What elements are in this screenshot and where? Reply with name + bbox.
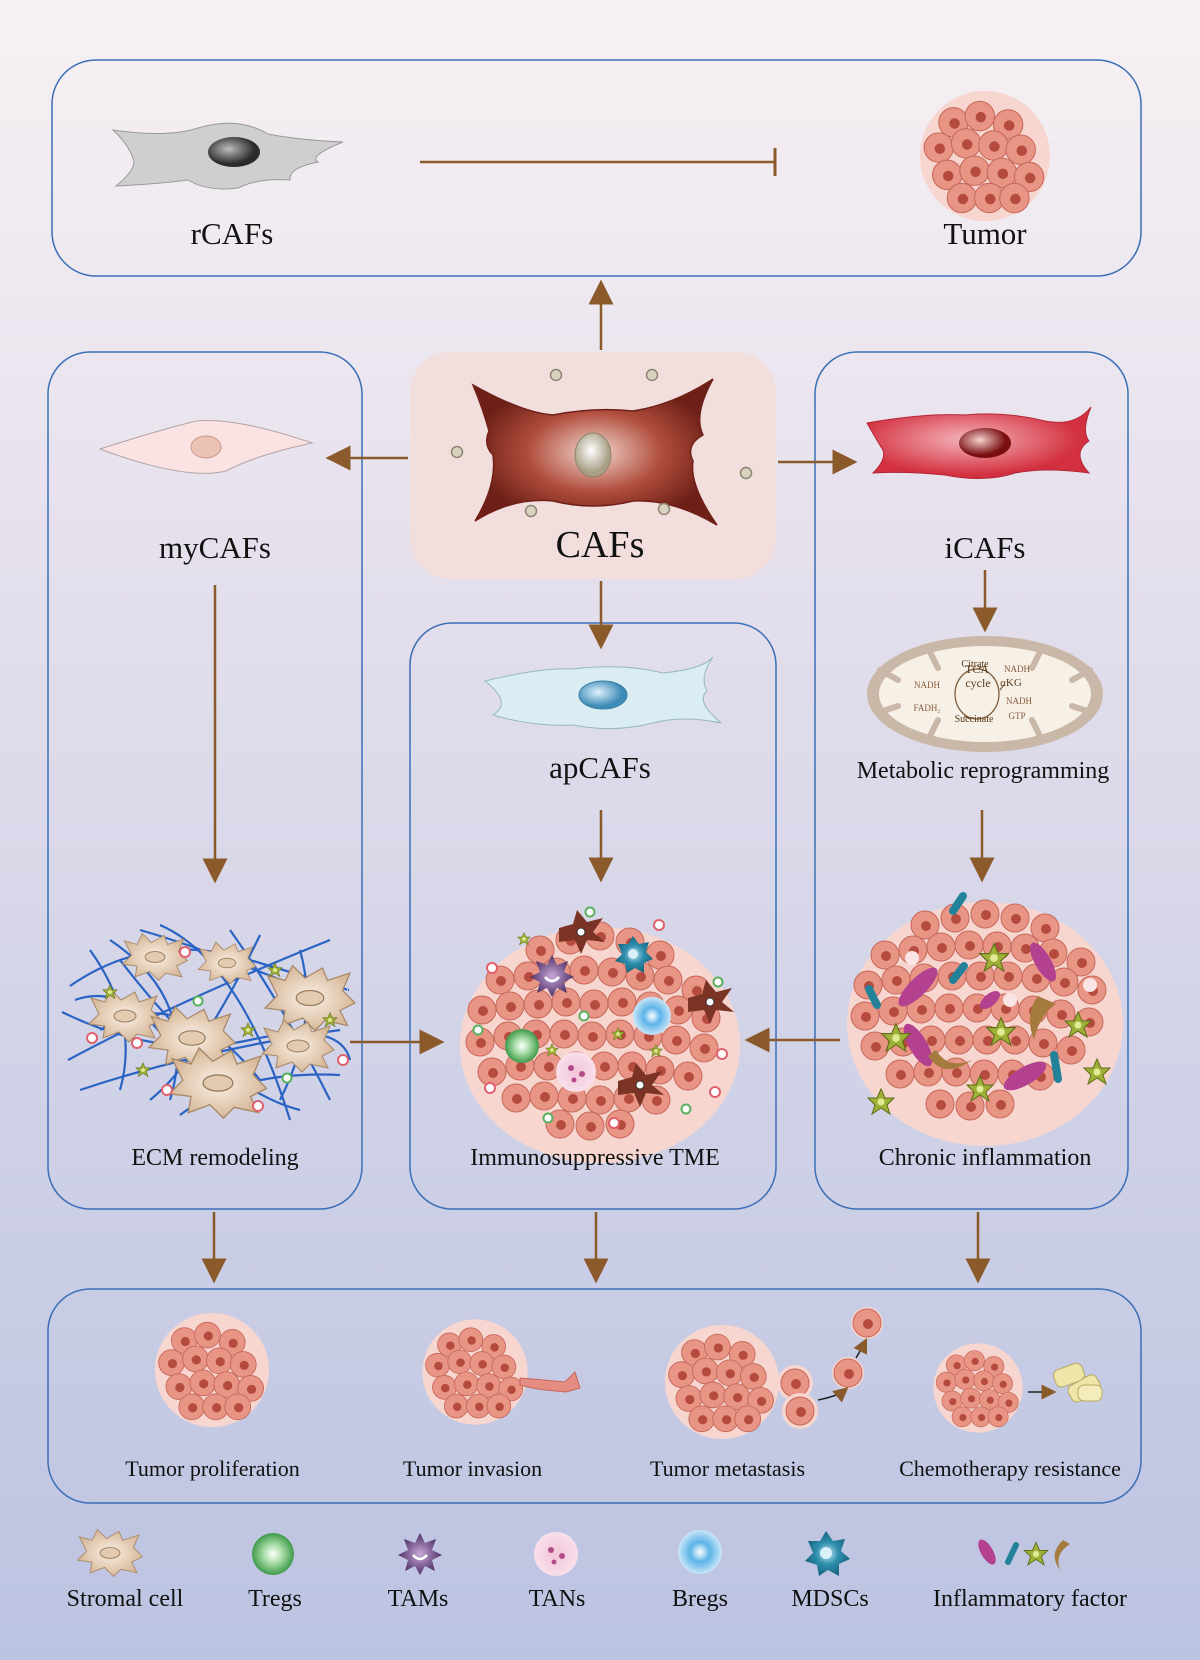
mycaf-cell	[98, 420, 314, 474]
inflammation-cluster	[847, 892, 1123, 1146]
tca-nadh-1: NADH	[1004, 664, 1030, 674]
tca-succinate: Succinate	[954, 714, 994, 725]
middle-panel	[409, 622, 777, 1210]
legend-stromal-icon	[77, 1529, 143, 1577]
legend-inflammatory-icon	[978, 1539, 1070, 1570]
metabolic-reprogramming-label: Metabolic reprogramming	[856, 758, 1110, 784]
mycafs-label: myCAFs	[159, 530, 271, 565]
tca-citrate: Citrate	[961, 659, 989, 670]
tca-akg: αKG	[1000, 677, 1022, 689]
left-panel	[47, 351, 363, 1210]
tca-nadh-2: NADH	[914, 680, 940, 690]
legend-tams-label: TAMs	[387, 1586, 449, 1612]
tca-nadh-3: NADH	[1006, 696, 1032, 706]
caf-secreted-dots	[450, 368, 753, 518]
outcome-invasion-graphic	[422, 1319, 581, 1424]
tumor-cluster-top	[920, 91, 1050, 221]
tca-label: TCA	[965, 662, 989, 676]
icaf-cell	[866, 406, 1092, 480]
legend-breg-icon	[678, 1530, 722, 1574]
caf-cell	[471, 378, 718, 526]
top-panel	[51, 59, 1142, 277]
tca-fadh2: FADH₂	[913, 703, 941, 713]
legend-tam-icon	[398, 1533, 442, 1575]
rcafs-label: rCAFs	[190, 216, 274, 251]
outcome-metastasis-label: Tumor metastasis	[649, 1456, 806, 1481]
icafs-label: iCAFs	[944, 530, 1026, 565]
chronic-inflammation-label: Chronic inflammation	[878, 1145, 1092, 1171]
legend-stromal-label: Stromal cell	[66, 1586, 184, 1612]
outcome-proliferation-label: Tumor proliferation	[125, 1456, 300, 1481]
cafs-label: CAFs	[555, 524, 645, 566]
tca-cycle-label: cycle	[965, 676, 991, 690]
legend-tregs-label: Tregs	[248, 1586, 302, 1612]
rcaf-cell	[111, 122, 344, 190]
outcome-proliferation-graphic	[155, 1313, 269, 1427]
tumor-label: Tumor	[943, 216, 1027, 251]
tme-cluster	[460, 906, 740, 1163]
ecm-stromal-cells	[88, 933, 356, 1119]
apcafs-label: apCAFs	[549, 750, 651, 785]
immunosuppressive-tme-label: Immunosuppressive TME	[470, 1145, 720, 1171]
ecm-remodeling-label: ECM remodeling	[131, 1145, 299, 1171]
legend-inflammatory-label: Inflammatory factor	[933, 1586, 1127, 1612]
legend-tans-label: TANs	[528, 1586, 586, 1612]
right-panel	[814, 351, 1129, 1210]
legend-mdsc-icon	[805, 1531, 850, 1576]
legend-tan-icon	[534, 1532, 578, 1576]
apcaf-cell	[483, 656, 722, 730]
mitochondrion	[867, 636, 1103, 752]
outcome-metastasis-graphic	[665, 1307, 883, 1439]
bottom-panel	[47, 1288, 1142, 1504]
tca-gtp: GTP	[1008, 711, 1026, 721]
flow-arrows	[201, 279, 998, 1284]
legend-mdscs-label: MDSCs	[791, 1586, 869, 1612]
legend-icons	[77, 1529, 1070, 1577]
outcome-invasion-label: Tumor invasion	[402, 1456, 543, 1481]
outcome-chemoresistance-graphic	[933, 1343, 1103, 1432]
legend-bregs-label: Bregs	[672, 1586, 728, 1612]
legend-treg-icon	[252, 1533, 294, 1575]
outcome-chemoresistance-label: Chemotherapy resistance	[899, 1456, 1121, 1481]
